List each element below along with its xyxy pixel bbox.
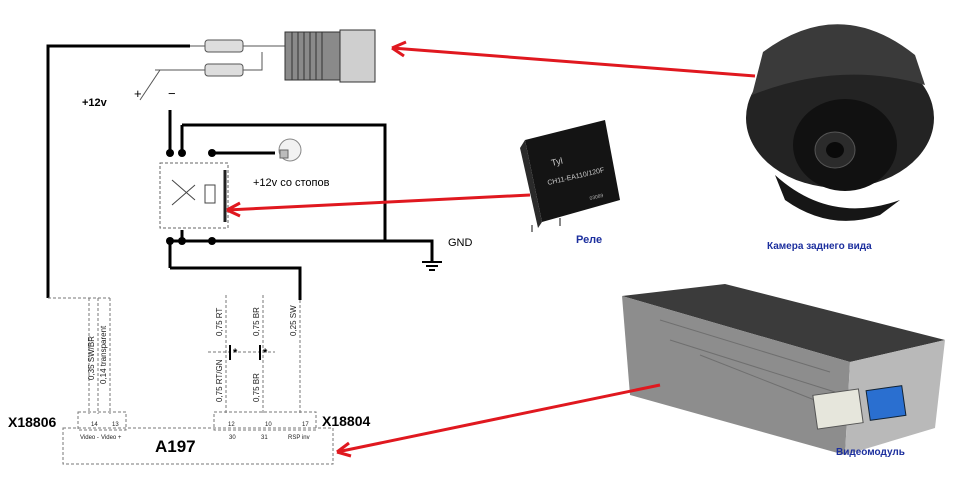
pin-14: 14: [91, 422, 98, 428]
pin-12: 12: [228, 422, 235, 428]
camera-cable: [139, 39, 285, 101]
pin-rsp-inv: RSP inv: [288, 435, 310, 441]
dashed-wiring: [48, 295, 334, 465]
pin-13: 13: [112, 422, 119, 428]
connector-right-label: X18804: [322, 413, 370, 429]
wire-label-rt-gn: 0,75 RT/GN: [215, 359, 224, 402]
switch-markers: [229, 345, 261, 360]
wire-label-rt: 0,75 RT: [215, 308, 224, 336]
pin-17: 17: [302, 422, 309, 428]
pin-31: 31: [261, 435, 268, 441]
wire-label-br-bottom: 0,75 BR: [252, 373, 261, 402]
main-wires: [46, 44, 434, 300]
connector-left-label: X18806: [8, 414, 56, 430]
red-arrows: [226, 40, 756, 458]
relay-caption: Реле: [576, 234, 602, 246]
camera-connector: [284, 29, 376, 83]
switch-star-right: *: [263, 347, 268, 359]
wire-label-br-top: 0,75 BR: [252, 307, 261, 336]
switch-star-left: *: [233, 347, 238, 359]
relay-code: 03089: [589, 193, 604, 202]
label-gnd: GND: [448, 237, 473, 249]
arrow-relay: [226, 193, 531, 212]
pin-10: 10: [265, 422, 272, 428]
pin-video-minus: Video -: [80, 435, 99, 441]
wire-rsp: [170, 266, 302, 300]
wire-label-sw: 0,25 SW: [289, 305, 298, 336]
videomodule-image: [622, 284, 945, 455]
label-minus-sign: −: [168, 86, 176, 101]
wire-label-sw-br: 0,35 SW/BR: [87, 336, 96, 380]
arrow-camera: [391, 46, 756, 78]
ground-symbol: [422, 261, 442, 271]
wire-gnd: [385, 239, 434, 262]
wire-label-transparent: 0,14 transparent: [99, 325, 108, 384]
arrow-videomodule: [336, 383, 661, 454]
pin-30: 30: [229, 435, 236, 441]
module-label: A197: [155, 437, 196, 456]
relay-brand: Tyl: [550, 156, 563, 168]
relay-image: Tyl CH11-EA110/120F 03089: [520, 120, 620, 232]
camera-caption: Камера заднего вида: [767, 241, 872, 252]
pin-video-plus: Video +: [101, 435, 122, 441]
wire-video-minus: [46, 44, 167, 298]
label-plus12v: +12v: [82, 97, 108, 109]
camera-image: [746, 24, 934, 221]
relay-schematic: [159, 149, 229, 245]
videomodule-caption: Видеомодуль: [836, 447, 905, 458]
label-plus-sign: +: [134, 86, 142, 101]
label-stop-lamp: +12v со стопов: [253, 177, 330, 189]
wire-relay-loop: [170, 123, 387, 243]
bulb-icon: [278, 138, 302, 162]
